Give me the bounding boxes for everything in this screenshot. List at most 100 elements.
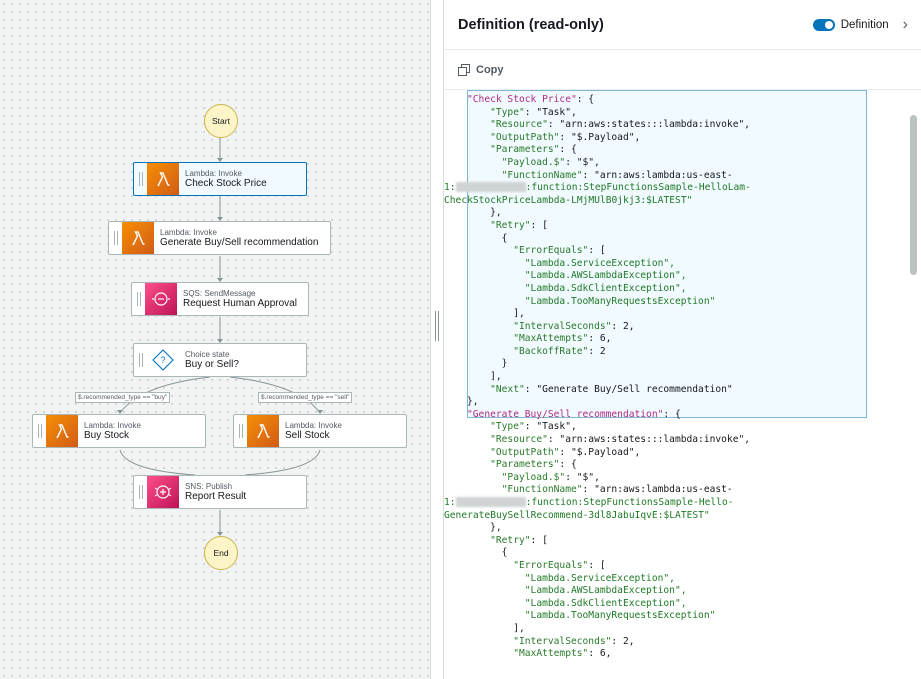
end-node[interactable]: End — [204, 536, 238, 570]
condition-label-sell: $.recommended_type == "sell" — [258, 392, 353, 403]
code-line: { — [467, 232, 508, 244]
drag-grip-icon[interactable] — [139, 353, 143, 367]
code-line: "ErrorEquals": [ — [513, 559, 606, 571]
code-line: "FunctionName": "arn:aws:lambda:us-east- — [501, 169, 733, 181]
state-generate-recommendation[interactable]: Lambda: Invoke Generate Buy/Sell recomme… — [108, 221, 331, 255]
workflow-graph-canvas[interactable]: Start Lambda: Invoke Check Stock Price L… — [0, 0, 431, 679]
code-lines: "Check Stock Price": { "Type": "Task", "… — [444, 94, 751, 661]
drag-grip-icon[interactable] — [139, 485, 143, 499]
code-line: "Retry": [ — [490, 219, 548, 231]
code-line: "Lambda.SdkClientException", — [524, 597, 687, 609]
code-line: ], — [467, 308, 525, 320]
code-line: "MaxAttempts": 6, — [513, 333, 612, 345]
state-name-label: Check Stock Price — [185, 177, 267, 189]
code-line: "MaxAttempts": 6, — [513, 648, 612, 660]
code-line: "Lambda.TooManyRequestsException" — [524, 610, 716, 622]
code-line: ], — [467, 622, 525, 634]
code-line: }, — [467, 396, 479, 408]
chevron-right-icon[interactable]: › — [902, 15, 908, 33]
code-line: "Generate Buy/Sell recommendation": { — [467, 408, 681, 420]
condition-label-buy: $.recommended_type == "buy" — [75, 392, 171, 403]
code-line: "Check Stock Price": { — [467, 94, 595, 105]
definition-toggle-label[interactable]: Definition — [840, 18, 889, 31]
state-request-human-approval[interactable]: SQS: SendMessage Request Human Approval — [131, 282, 309, 316]
code-line: "Parameters": { — [490, 144, 577, 156]
scrollbar-thumb[interactable] — [910, 115, 917, 275]
code-line: }, — [467, 207, 502, 219]
state-report-result[interactable]: SNS: Publish Report Result — [133, 475, 307, 509]
code-line: "OutputPath": "$.Payload", — [490, 131, 641, 143]
code-line: 1::function:StepFunctionsSample-HelloLam… — [444, 182, 751, 194]
lambda-icon — [247, 415, 279, 447]
definition-panel: Definition (read-only) Definition › Copy… — [443, 0, 921, 679]
code-line: "Type": "Task", — [490, 106, 577, 118]
state-sell-stock[interactable]: Lambda: Invoke Sell Stock — [233, 414, 407, 448]
panel-header: Definition (read-only) Definition › — [444, 0, 921, 50]
code-line: "OutputPath": "$.Payload", — [490, 446, 641, 458]
drag-grip-icon[interactable] — [239, 424, 243, 438]
code-line: "Type": "Task", — [490, 421, 577, 433]
definition-toggle-switch[interactable] — [812, 18, 835, 31]
choice-icon: ? — [147, 344, 179, 376]
code-scrollbar[interactable] — [910, 110, 917, 670]
code-line: "Next": "Generate Buy/Sell recommendatio… — [490, 383, 733, 395]
code-line: "Retry": [ — [490, 534, 548, 546]
code-line: "FunctionName": "arn:aws:lambda:us-east- — [501, 484, 733, 496]
drag-grip-icon[interactable] — [137, 292, 141, 306]
code-line: }, — [467, 522, 502, 534]
sns-icon — [147, 476, 179, 508]
panel-title: Definition (read-only) — [458, 16, 604, 33]
resize-handle-icon[interactable] — [435, 311, 439, 341]
drag-grip-icon[interactable] — [38, 424, 42, 438]
code-line: } — [467, 358, 508, 370]
code-line: "Payload.$": "$", — [501, 471, 600, 483]
code-line: GenerateBuySellRecommend-3dl8JabuIqvE:$L… — [444, 509, 710, 521]
code-line: "Lambda.AWSLambdaException", — [524, 585, 687, 597]
copy-icon — [458, 63, 470, 76]
end-label: End — [213, 548, 229, 558]
state-name-label: Buy Stock — [84, 429, 130, 441]
code-line: "Lambda.ServiceException", — [524, 572, 675, 584]
state-buy-or-sell-choice[interactable]: ? Choice state Buy or Sell? — [133, 343, 307, 377]
definition-toggle-group[interactable]: Definition › — [812, 15, 908, 34]
code-line: CheckStockPriceLambda-LMjMUlB0jkj3:$LATE… — [444, 194, 693, 206]
state-type-label: Lambda: Invoke — [160, 227, 217, 237]
state-type-label: Lambda: Invoke — [185, 168, 242, 178]
code-line: "BackoffRate": 2 — [513, 345, 606, 357]
code-line: "IntervalSeconds": 2, — [513, 320, 635, 332]
code-line: { — [467, 547, 508, 559]
drag-grip-icon[interactable] — [114, 231, 118, 245]
state-type-label: Choice state — [185, 349, 230, 359]
state-name-label: Generate Buy/Sell recommendation — [160, 236, 319, 248]
drag-grip-icon[interactable] — [139, 172, 143, 186]
copy-label: Copy — [476, 63, 504, 76]
code-line: "Lambda.TooManyRequestsException" — [524, 295, 716, 307]
selected-state-highlight — [467, 90, 867, 418]
code-line: ], — [467, 371, 502, 383]
code-line: "Payload.$": "$", — [501, 156, 600, 168]
lambda-icon — [46, 415, 78, 447]
state-name-label: Report Result — [185, 490, 247, 502]
state-buy-stock[interactable]: Lambda: Invoke Buy Stock — [32, 414, 206, 448]
code-line: "Lambda.AWSLambdaException", — [524, 270, 687, 282]
code-line: "Parameters": { — [490, 459, 577, 471]
copy-button[interactable]: Copy — [458, 63, 504, 76]
definition-code-view[interactable]: "Check Stock Price": { "Type": "Task", "… — [444, 90, 909, 679]
code-line: "Resource": "arn:aws:states:::lambda:inv… — [490, 119, 751, 131]
code-line: "Lambda.SdkClientException", — [524, 282, 687, 294]
code-line: "IntervalSeconds": 2, — [513, 635, 635, 647]
state-name-label: Sell Stock — [285, 429, 330, 441]
lambda-icon — [147, 163, 179, 195]
code-line: 1::function:StepFunctionsSample-Hello- — [444, 497, 734, 508]
start-label: Start — [212, 116, 230, 126]
state-check-stock-price[interactable]: Lambda: Invoke Check Stock Price — [133, 162, 307, 196]
state-type-label: SQS: SendMessage — [183, 288, 256, 298]
start-node[interactable]: Start — [204, 104, 238, 138]
state-type-label: Lambda: Invoke — [285, 420, 342, 430]
state-type-label: Lambda: Invoke — [84, 420, 141, 430]
code-line: "Resource": "arn:aws:states:::lambda:inv… — [490, 434, 751, 446]
code-line: "ErrorEquals": [ — [513, 245, 606, 257]
state-name-label: Request Human Approval — [183, 297, 297, 309]
copy-toolbar: Copy — [444, 50, 921, 90]
panel-resize-splitter[interactable] — [431, 0, 443, 679]
